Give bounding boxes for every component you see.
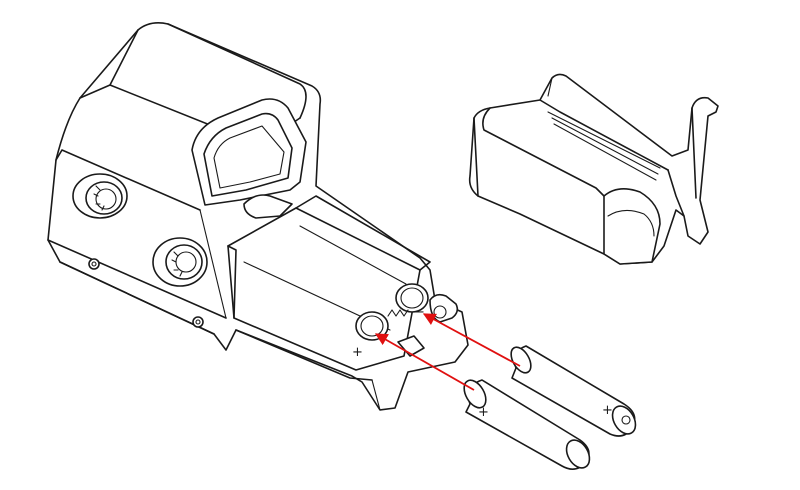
insertion-arrow-icon <box>422 313 521 367</box>
battery-cover-icon <box>468 73 719 265</box>
brightness-knob-icon <box>72 173 128 219</box>
screw-icon <box>192 316 204 328</box>
battery-front-plus-sign: + <box>478 405 489 420</box>
screw-icon <box>88 258 100 270</box>
compartment-minus-sign: − <box>414 305 425 320</box>
battery-compartment: + − <box>227 194 459 371</box>
compartment-plus-sign: + <box>352 345 363 360</box>
insertion-arrow-icon <box>374 333 475 391</box>
brightness-knob-icon <box>152 237 208 287</box>
aa-battery-icon: + <box>510 345 637 437</box>
battery-back-plus-sign: + <box>602 403 613 418</box>
holographic-sight-body-icon: + − <box>47 22 469 411</box>
